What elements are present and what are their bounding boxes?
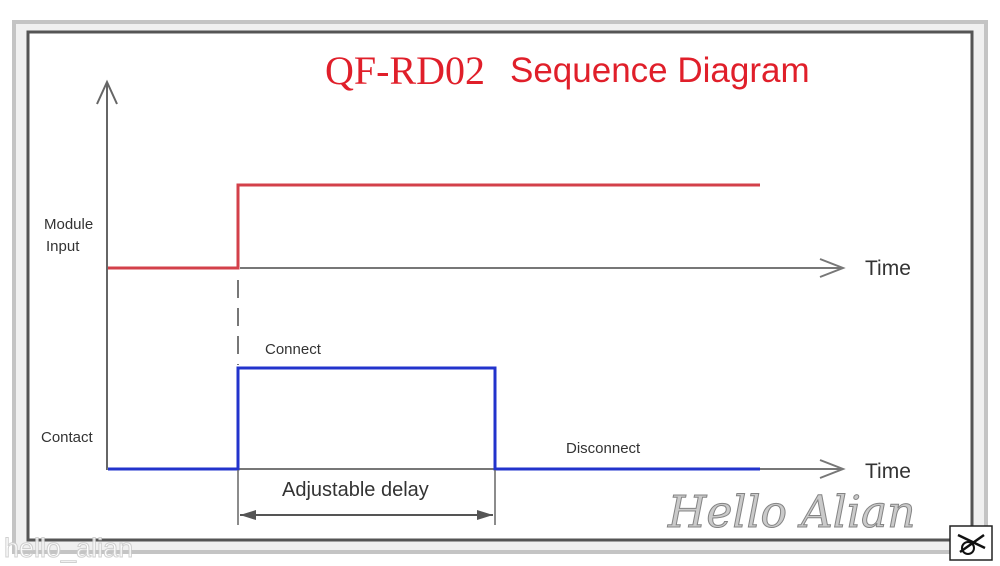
time-axis-1-arrowhead bbox=[819, 258, 846, 278]
disconnect-label: Disconnect bbox=[566, 440, 641, 457]
module-input-label-line2: Input bbox=[46, 238, 80, 255]
delay-label: Adjustable delay bbox=[282, 479, 429, 501]
connect-label: Connect bbox=[265, 341, 322, 358]
signature-watermark: Hello Alian bbox=[667, 487, 916, 538]
contact-signal bbox=[108, 366, 760, 471]
corner-watermark: hello_alian bbox=[4, 533, 133, 563]
contact-label: Contact bbox=[41, 429, 94, 446]
diagram-title-text: Sequence Diagram bbox=[510, 51, 810, 90]
module-input-signal bbox=[108, 183, 760, 270]
time-axis-2-label: Time bbox=[865, 460, 911, 483]
time-axis-2-arrowhead bbox=[819, 459, 846, 479]
vertical-axis-arrowhead bbox=[96, 79, 118, 105]
corner-logo-icon bbox=[949, 525, 993, 561]
inner-frame bbox=[26, 30, 974, 542]
delay-arrow-right bbox=[477, 510, 493, 520]
time-axis-1-label: Time bbox=[865, 257, 911, 280]
module-input-label-line1: Module bbox=[44, 216, 93, 233]
diagram-title-model: QF-RD02 bbox=[325, 48, 485, 93]
delay-arrow-left bbox=[240, 510, 256, 520]
